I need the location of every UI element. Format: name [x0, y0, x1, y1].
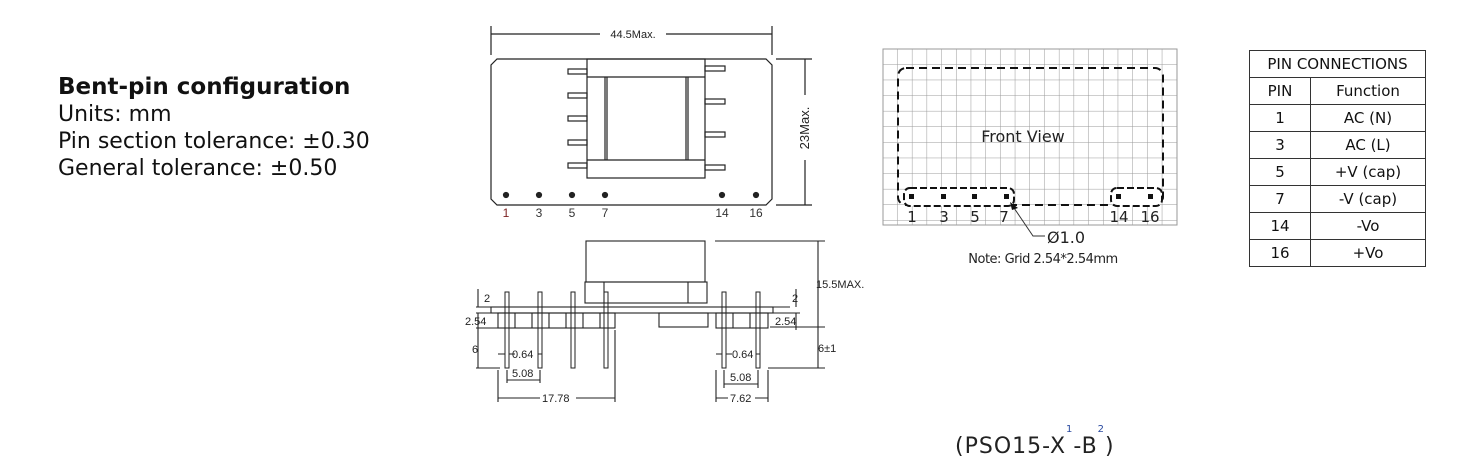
transformer-pins-right — [704, 65, 726, 171]
pin-cell: 1 — [1249, 104, 1311, 132]
units-text: Units: mm — [58, 102, 172, 127]
right-508-label: 5.08 — [730, 372, 751, 384]
model-prefix: (PSO15-X — [955, 434, 1067, 459]
table-row: 7-V (cap) — [1249, 185, 1426, 213]
transformer-top — [585, 240, 706, 283]
model-superscript-2: 2 — [1097, 424, 1106, 435]
pin-tolerance-text: Pin section tolerance: ±0.30 — [58, 129, 370, 154]
left-254-label: 2.54 — [465, 316, 486, 328]
top-pin-label: 14 — [715, 206, 729, 220]
hole-diameter-label: Ø1.0 — [1047, 228, 1085, 247]
pin-holes — [502, 191, 760, 199]
model-superscript-1: 1 — [1066, 424, 1074, 435]
function-cell: AC (L) — [1310, 131, 1426, 159]
model-number: (PSO15-X1-B2) — [955, 424, 1115, 459]
function-cell: AC (N) — [1310, 104, 1426, 132]
left-6-label: 6 — [472, 344, 478, 356]
pin-headers-left — [497, 312, 616, 329]
pin-cell: 3 — [1249, 131, 1311, 159]
top-height-label: 23Max. — [797, 107, 812, 150]
top-pin-label: 3 — [536, 206, 543, 220]
general-tolerance-text: General tolerance: ±0.50 — [58, 156, 338, 181]
table-row: 16+Vo — [1249, 239, 1426, 267]
front-view-title: Front View — [981, 127, 1065, 146]
column-header-function: Function — [1310, 77, 1426, 105]
pin-group-right — [1110, 187, 1163, 207]
function-cell: -V (cap) — [1310, 185, 1426, 213]
front-pin-label: 1 — [907, 208, 917, 226]
top-pin-label: 1 — [503, 206, 510, 220]
top-width-label: 44.5Max. — [610, 29, 655, 41]
function-cell: +Vo — [1310, 239, 1426, 267]
table-title: PIN CONNECTIONS — [1249, 50, 1426, 78]
model-suffix: ) — [1105, 434, 1115, 459]
right-pin-length-label: 6±1 — [818, 343, 836, 355]
front-pin-label: 7 — [999, 208, 1009, 226]
pins — [504, 291, 761, 369]
spec-title: Bent-pin configuration — [58, 74, 351, 100]
board-outline — [490, 58, 773, 206]
module-outline — [897, 67, 1164, 206]
front-pin-label: 5 — [970, 208, 980, 226]
function-cell: +V (cap) — [1310, 158, 1426, 186]
top-height-dimension — [776, 58, 812, 206]
spec-notes: Bent-pin configuration Units: mm Pin sec… — [58, 74, 370, 182]
left-2-label: 2 — [484, 293, 490, 305]
grid-note: Note: Grid 2.54*2.54mm — [968, 252, 1117, 267]
table-row: 14-Vo — [1249, 212, 1426, 240]
front-pin-label: 3 — [939, 208, 949, 226]
pin-headers-right — [715, 312, 769, 329]
front-pin-label: 16 — [1140, 208, 1159, 226]
top-pin-label: 5 — [569, 206, 576, 220]
side-view: 15.5MAX. 6±1 2 2.54 6 2 2.54 0.64 5.08 1… — [465, 240, 864, 405]
pin-cell: 7 — [1249, 185, 1311, 213]
table-row: 5+V (cap) — [1249, 158, 1426, 186]
top-pin-label: 16 — [749, 206, 763, 220]
pin-cell: 14 — [1249, 212, 1311, 240]
pin-cell: 16 — [1249, 239, 1311, 267]
pin-group-left — [903, 187, 1015, 207]
left-064-label: 0.64 — [512, 349, 533, 361]
front-pin-label: 14 — [1109, 208, 1128, 226]
right-064-label: 0.64 — [732, 349, 753, 361]
bottom-block — [658, 312, 709, 328]
right-2-label: 2 — [792, 293, 798, 305]
left-1778-label: 17.78 — [542, 393, 570, 405]
side-height-label: 15.5MAX. — [816, 279, 864, 291]
top-view: 44.5Max. 23Max. 1 3 5 7 14 16 — [490, 26, 812, 220]
right-762-label: 7.62 — [730, 393, 751, 405]
left-508-label: 5.08 — [512, 368, 533, 380]
top-width-dimension — [490, 26, 773, 55]
hole-leader — [1011, 204, 1045, 237]
function-cell: -Vo — [1310, 212, 1426, 240]
front-view: Front View 1 3 5 7 14 16 Ø1.0 Note: Grid… — [882, 48, 1178, 267]
column-header-pin: PIN — [1249, 77, 1311, 105]
pcb-board — [490, 306, 774, 314]
front-pins — [909, 194, 1153, 199]
pin-cell: 5 — [1249, 158, 1311, 186]
top-pin-label: 7 — [602, 206, 609, 220]
right-254-label: 2.54 — [775, 316, 796, 328]
transformer-pins-left — [567, 68, 588, 169]
model-middle: -B — [1073, 434, 1098, 459]
